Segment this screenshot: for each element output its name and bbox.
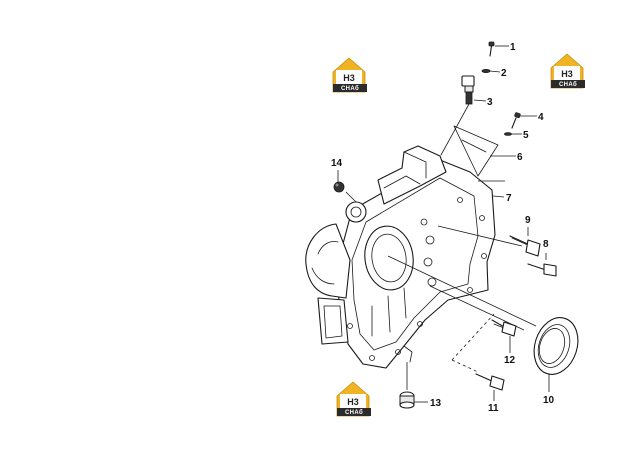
part-10-seal-ring <box>533 317 579 375</box>
callout-4: 4 <box>538 112 544 123</box>
logo-wordmark: CHAб <box>559 81 577 88</box>
part-5-washer <box>504 132 512 136</box>
part-1-screw <box>488 41 495 57</box>
callouts: 1 2 3 4 5 6 7 8 9 10 11 12 13 14 <box>331 42 555 414</box>
part-11-bolt <box>475 373 505 391</box>
callout-12: 12 <box>504 355 516 366</box>
part-12-bolt <box>491 319 517 337</box>
callout-2: 2 <box>501 68 507 79</box>
callout-13: 13 <box>430 398 442 409</box>
callout-14: 14 <box>331 158 343 169</box>
part-14-cap <box>333 181 345 193</box>
callout-7: 7 <box>506 193 512 204</box>
callout-11: 11 <box>488 403 499 414</box>
callout-10: 10 <box>543 395 555 406</box>
callout-8: 8 <box>543 239 549 250</box>
part-13-drain-plug <box>399 391 415 409</box>
part-8-bolt <box>527 263 557 277</box>
flywheel-housing <box>305 145 496 369</box>
part-4-screw <box>511 112 521 129</box>
part-6-cover-plate <box>453 125 499 177</box>
callout-6: 6 <box>517 152 523 163</box>
part-9-bolt <box>509 235 541 257</box>
leader-lines <box>337 45 550 403</box>
logo-monogram: H3 <box>347 397 359 407</box>
part-2-washer <box>481 69 491 74</box>
brand-logo-top-left: H3 CHAб <box>332 57 367 93</box>
part-3-speed-sensor <box>440 75 475 156</box>
callout-9: 9 <box>525 215 531 226</box>
logo-wordmark: CHAб <box>341 85 359 92</box>
brand-logo-top-right: H3 CHAб <box>550 53 585 89</box>
logo-monogram: H3 <box>561 69 573 79</box>
callout-5: 5 <box>523 130 529 141</box>
callout-3: 3 <box>487 97 493 108</box>
brand-logo-bottom: H3 CHAб <box>336 381 371 417</box>
logo-wordmark: CHAб <box>345 409 363 416</box>
logo-monogram: H3 <box>343 73 355 83</box>
callout-1: 1 <box>510 42 516 53</box>
